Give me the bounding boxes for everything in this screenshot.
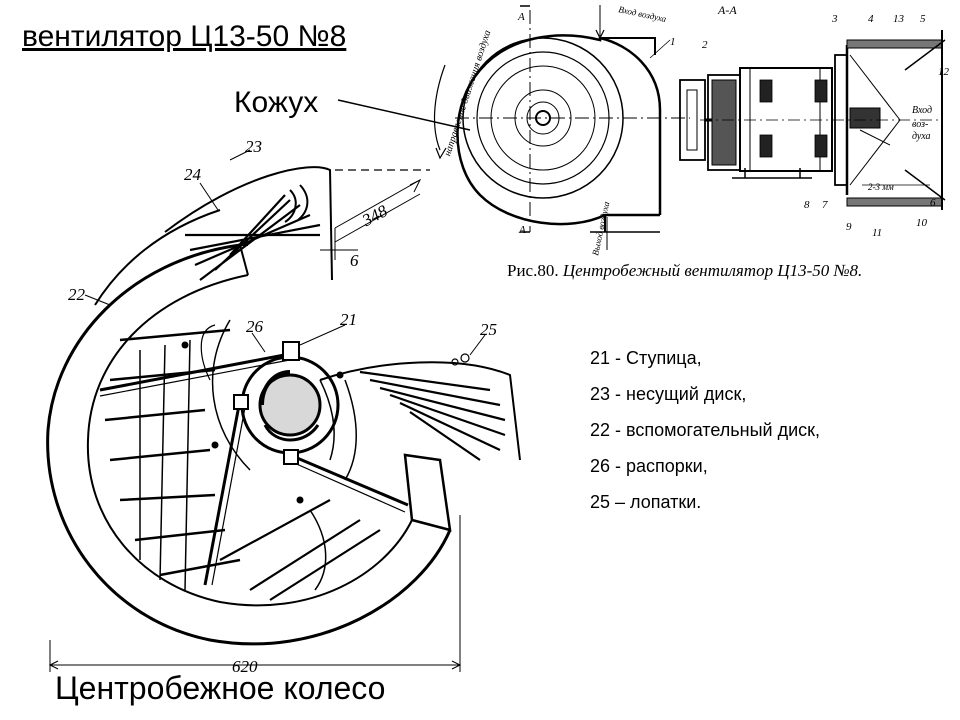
dimension-620: 620 bbox=[232, 657, 258, 676]
label-21: 21 bbox=[340, 310, 357, 329]
parts-legend: 21 - Ступица, 23 - несущий диск, 22 - вс… bbox=[590, 347, 930, 527]
figure-caption-number: Рис.80. bbox=[507, 261, 559, 280]
label-24: 24 bbox=[184, 165, 202, 184]
legend-item: 25 – лопатки. bbox=[590, 492, 702, 512]
inner-dimension: 2-3 мм bbox=[868, 182, 894, 192]
wheel-title: Центробежное колесо bbox=[55, 670, 386, 706]
callout-7: 7 bbox=[822, 199, 828, 211]
air-inlet-right-2: воз- bbox=[912, 119, 928, 130]
callout-5: 5 bbox=[920, 13, 926, 25]
callout-11: 11 bbox=[872, 227, 882, 239]
front-view bbox=[433, 5, 690, 250]
section-mark-bottom: А bbox=[518, 224, 526, 236]
callout-8: 8 bbox=[804, 199, 810, 211]
callout-3: 3 bbox=[831, 13, 838, 25]
figure-caption: Рис.80. Центробежный вентилятор Ц13-50 №… bbox=[507, 261, 862, 281]
air-inlet-right-1: Вход bbox=[912, 105, 932, 116]
legend-item: 26 - распорки, bbox=[590, 456, 708, 476]
callout-6: 6 bbox=[930, 197, 936, 209]
spacer-26 bbox=[99, 350, 301, 392]
slide-title: вентилятор Ц13-50 №8 bbox=[22, 20, 347, 53]
section-view bbox=[679, 30, 946, 210]
blades-25 bbox=[319, 361, 521, 461]
callout-12: 12 bbox=[938, 66, 950, 78]
section-mark-left: А bbox=[517, 11, 525, 23]
callout-13: 13 bbox=[893, 13, 905, 25]
air-outlet-label: Выход воздуха bbox=[590, 200, 611, 256]
legend-item: 23 - несущий диск, bbox=[590, 384, 747, 404]
air-direction-label: направление движения воздуха bbox=[442, 29, 493, 158]
legend-item: 21 - Ступица, bbox=[590, 348, 702, 368]
legend-item: 22 - вспомогательный диск, bbox=[590, 420, 821, 440]
callout-10: 10 bbox=[916, 217, 928, 229]
carrier-disc-23 bbox=[94, 209, 221, 306]
casing-leader-line bbox=[337, 99, 471, 131]
label-22: 22 bbox=[68, 285, 86, 304]
callout-4: 4 bbox=[868, 13, 874, 25]
callout-1: 1 bbox=[670, 36, 676, 48]
label-23: 23 bbox=[245, 137, 262, 156]
auxiliary-disc-22 bbox=[46, 243, 452, 646]
dimension-6: 6 bbox=[350, 251, 359, 270]
section-mark: А-А bbox=[717, 3, 737, 17]
label-26: 26 bbox=[246, 317, 264, 336]
label-25: 25 bbox=[480, 320, 497, 339]
figure-caption-text: Центробежный вентилятор Ц13-50 №8. bbox=[562, 261, 863, 280]
casing-label: Кожух bbox=[234, 86, 319, 119]
wheel-drawing bbox=[46, 149, 521, 672]
air-inlet-side-label: Вход воздуха bbox=[618, 4, 668, 24]
callout-9: 9 bbox=[846, 221, 852, 233]
callout-2: 2 bbox=[702, 39, 708, 51]
scroll-casing bbox=[456, 34, 662, 226]
air-inlet-right-3: духа bbox=[912, 131, 931, 142]
